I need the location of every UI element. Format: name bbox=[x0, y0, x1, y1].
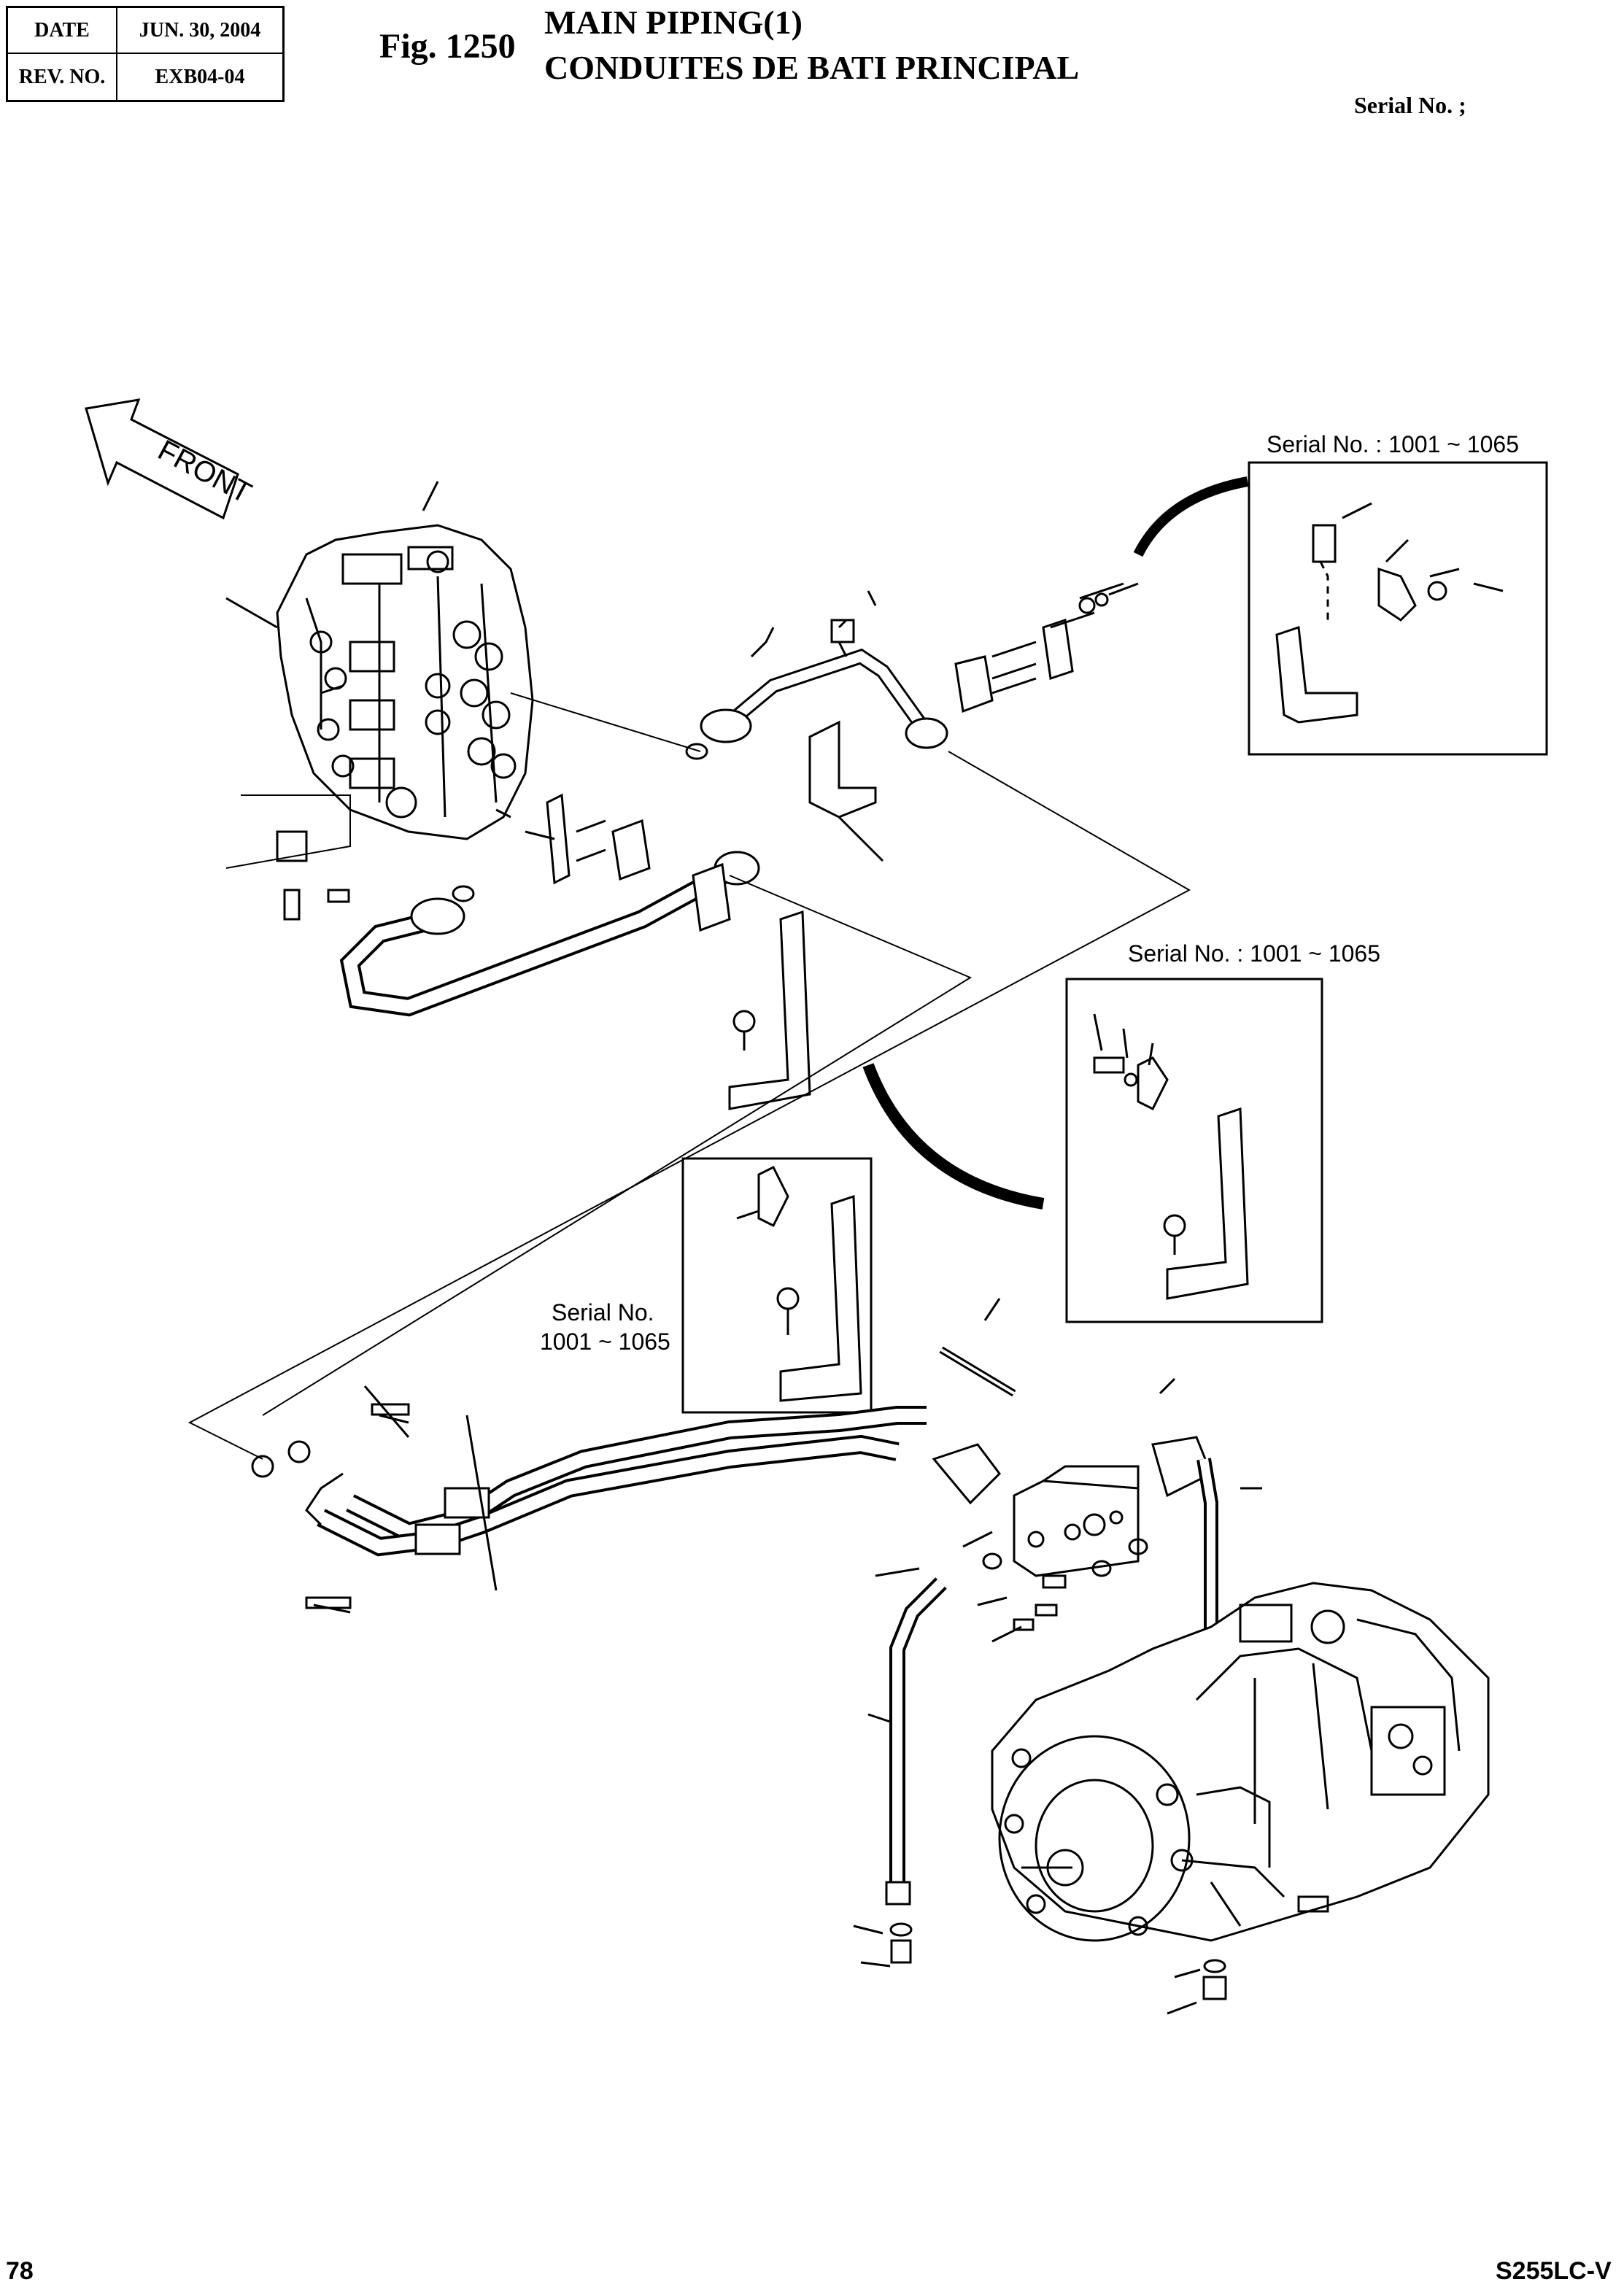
title-french: CONDUITES DE BATI PRINCIPAL bbox=[544, 49, 1080, 86]
inset-center-label-line1: Serial No. bbox=[552, 1299, 654, 1326]
inset-box-center bbox=[681, 1157, 873, 1414]
rev-label: REV. NO. bbox=[8, 54, 117, 100]
inset-middle-right-label: Serial No. : 1001 ~ 1065 bbox=[1128, 940, 1380, 967]
model-number: S255LC-V bbox=[1496, 2257, 1612, 2285]
arc-arrow-middle bbox=[862, 1063, 1045, 1210]
u-pipe-icon bbox=[276, 793, 811, 1110]
inset-top-right-label: Serial No. : 1001 ~ 1065 bbox=[1267, 431, 1519, 457]
front-arrow-icon bbox=[85, 398, 239, 520]
inset-top-right-parts bbox=[1275, 502, 1504, 724]
pump-block-icon bbox=[875, 1298, 1213, 1643]
control-valve-icon bbox=[276, 481, 534, 840]
figure-number: Fig. 1250 bbox=[379, 27, 516, 66]
arc-arrow-top bbox=[1133, 476, 1249, 557]
date-value: JUN. 30, 2004 bbox=[117, 8, 282, 54]
title-english: MAIN PIPING(1) bbox=[544, 4, 803, 41]
date-label: DATE bbox=[8, 8, 117, 54]
leader-lines bbox=[187, 597, 1191, 1460]
page-number: 78 bbox=[6, 2257, 34, 2285]
rev-value: EXB04-04 bbox=[155, 65, 245, 88]
inset-box-top-right bbox=[1248, 461, 1548, 756]
upper-pipe-icon bbox=[685, 582, 1139, 862]
revision-table: DATE JUN. 30, 2004 REV. NO. EXB04-04 bbox=[6, 6, 285, 102]
serial-number-header: Serial No. ; bbox=[1354, 92, 1466, 118]
main-pump-icon bbox=[991, 1582, 1490, 1942]
inset-center-label-line2: 1001 ~ 1065 bbox=[540, 1328, 670, 1355]
inset-box-middle-right bbox=[1065, 978, 1323, 1323]
inset-center-parts bbox=[736, 1165, 862, 1402]
inset-middle-right-parts bbox=[1093, 1013, 1249, 1300]
hose-assembly-icon bbox=[251, 1385, 927, 1614]
